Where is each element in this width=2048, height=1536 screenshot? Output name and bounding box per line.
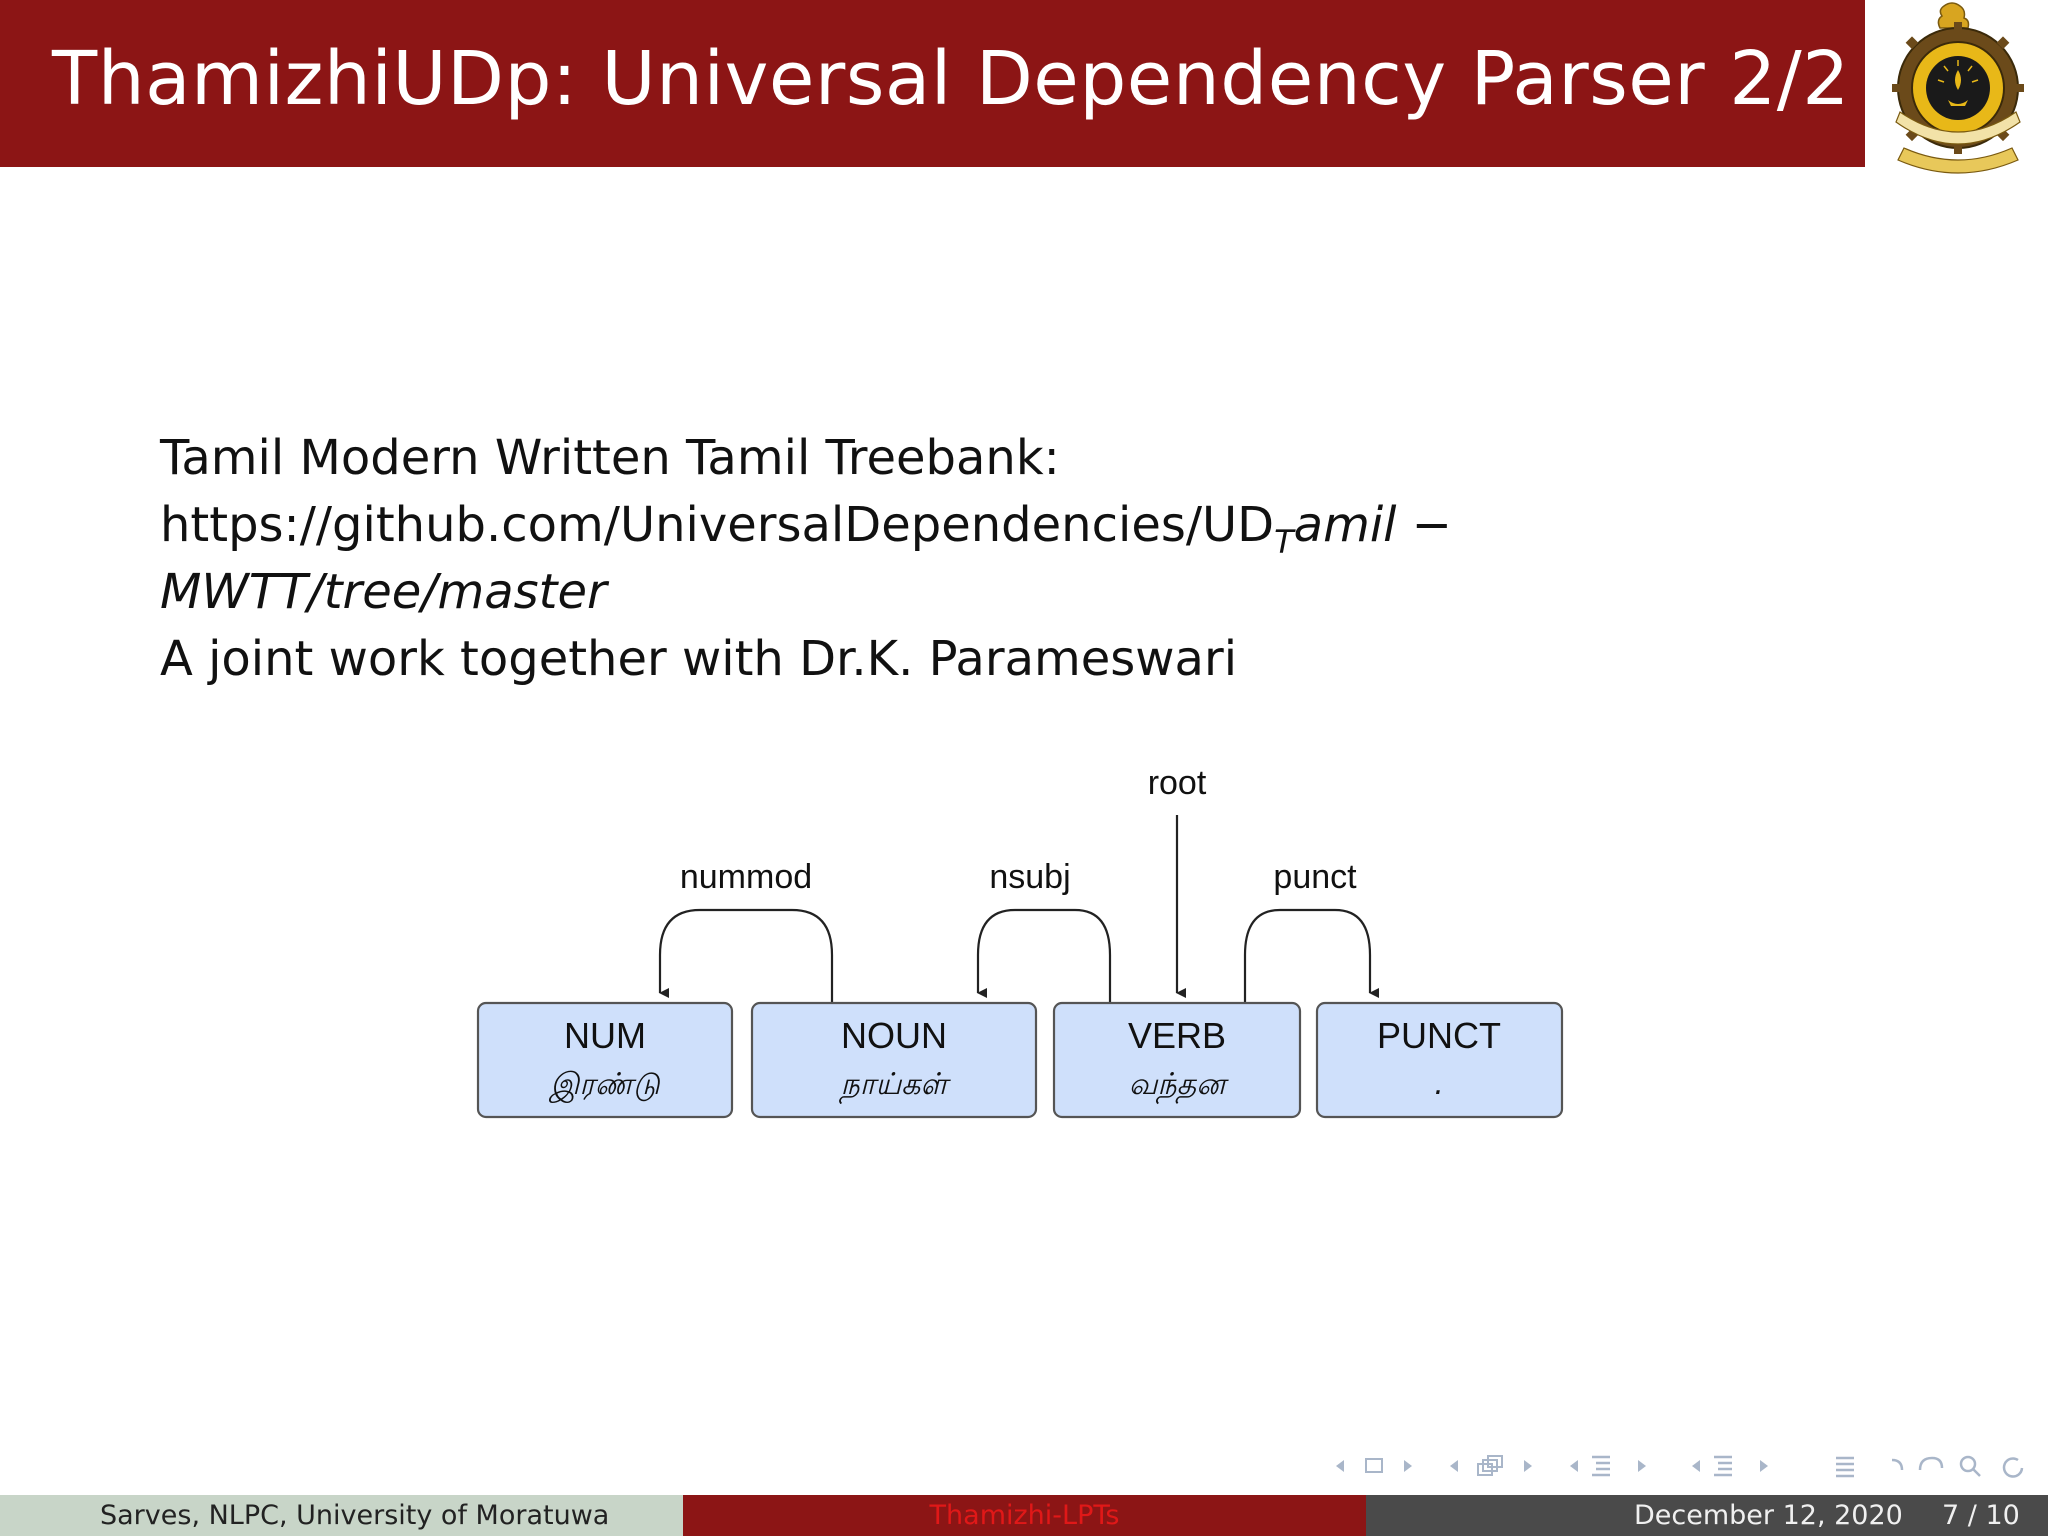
nav-next-frame-icon	[1404, 1460, 1412, 1472]
footer-right: December 12, 2020 7 / 10	[1366, 1495, 2048, 1536]
token-box-num	[476, 1001, 734, 1119]
appendix-icon	[1836, 1456, 1854, 1478]
token-box-verb	[1052, 1001, 1302, 1119]
arc-nsubj	[976, 908, 1112, 1002]
url-subscript: T	[1274, 523, 1294, 561]
token-box-noun	[750, 1001, 1038, 1119]
slide-title: ThamizhiUDp: Universal Dependency Parser…	[52, 36, 1850, 122]
footer-short-title: Thamizhi-LPTs	[929, 1500, 1120, 1531]
nav-prev-document-icon	[1692, 1460, 1700, 1472]
footer-bar: Sarves, NLPC, University of Moratuwa Tha…	[0, 1495, 2048, 1536]
section-icon	[1592, 1455, 1610, 1477]
lion-crest-icon	[1937, 2, 1970, 29]
pos-noun: NOUN	[841, 1015, 947, 1056]
subsection-icon	[1477, 1455, 1503, 1476]
label-nummod: nummod	[680, 858, 812, 896]
nav-next-document-icon	[1760, 1460, 1768, 1472]
arc-nummod	[658, 908, 834, 1002]
label-nsubj: nsubj	[989, 858, 1070, 896]
label-root: root	[1148, 764, 1207, 802]
university-logo	[1892, 2, 2024, 174]
word-noun: நாய்கள்	[839, 1067, 952, 1105]
arc-punct	[1243, 908, 1379, 1002]
url-italic-part: amil −	[1293, 497, 1452, 553]
forward-icon	[1891, 1458, 1904, 1471]
word-punct: .	[1434, 1067, 1444, 1102]
token-box-punct	[1315, 1001, 1564, 1119]
word-verb: வந்தன	[1129, 1067, 1230, 1105]
treebank-url-line: https://github.com/UniversalDependencies…	[160, 492, 1452, 561]
url-prefix: https://github.com/UniversalDependencies…	[160, 497, 1275, 553]
dependency-tree-diagram: root nummod nsubj punct NUM NOUN VERB PU…	[476, 764, 1564, 1119]
footer-date: December 12, 2020	[1634, 1500, 1903, 1531]
title-bar: ThamizhiUDp: Universal Dependency Parser…	[0, 0, 1865, 167]
search-icon	[1959, 1455, 1981, 1477]
label-punct: punct	[1273, 858, 1357, 896]
beamer-navigation	[1336, 1455, 2024, 1478]
footer-author: Sarves, NLPC, University of Moratuwa	[100, 1500, 610, 1531]
word-num: இரண்டு	[548, 1067, 661, 1103]
footer-left: Sarves, NLPC, University of Moratuwa	[0, 1495, 683, 1536]
pos-verb: VERB	[1128, 1015, 1226, 1056]
nav-prev-subsection-icon	[1450, 1460, 1458, 1472]
refresh-icon	[2002, 1457, 2024, 1478]
footer-page-number: 7 / 10	[1942, 1500, 2020, 1531]
slide-body: Tamil Modern Written Tamil Treebank: htt…	[160, 425, 1452, 693]
footer-middle: Thamizhi-LPTs	[683, 1495, 1366, 1536]
nav-prev-section-icon	[1570, 1460, 1578, 1472]
nav-next-section-icon	[1638, 1460, 1646, 1472]
nav-prev-frame-icon	[1336, 1460, 1344, 1472]
back-icon	[1918, 1456, 1944, 1471]
nav-next-subsection-icon	[1524, 1460, 1532, 1472]
treebank-url-continued: MWTT/tree/master	[160, 564, 607, 620]
treebank-heading: Tamil Modern Written Tamil Treebank:	[160, 430, 1060, 486]
frame-icon	[1365, 1458, 1383, 1473]
pos-punct: PUNCT	[1377, 1015, 1501, 1056]
pos-num: NUM	[564, 1015, 646, 1056]
document-icon	[1714, 1455, 1732, 1477]
acknowledgement-line: A joint work together with Dr.K. Parames…	[160, 631, 1238, 687]
